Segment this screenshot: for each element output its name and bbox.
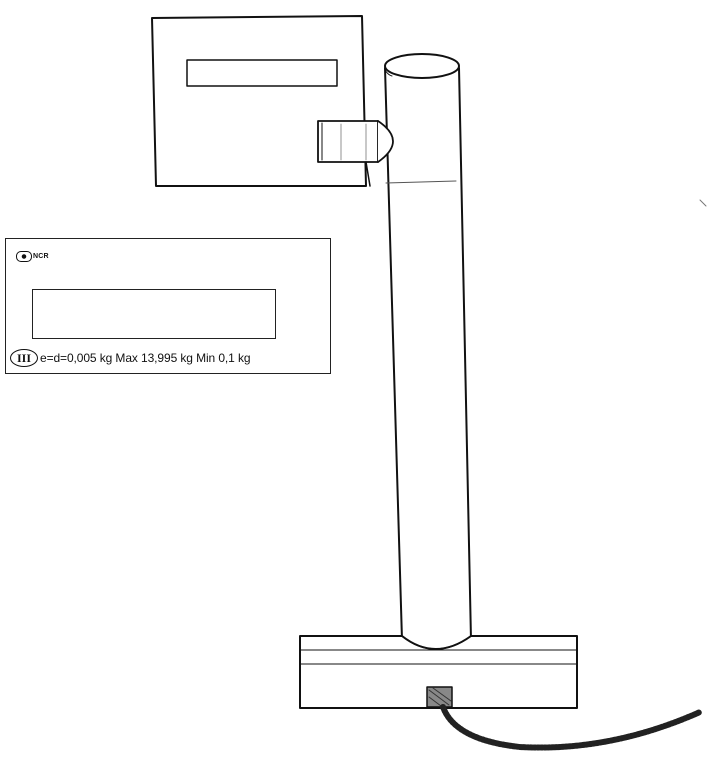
cable-connector: [426, 686, 453, 708]
mounting-bracket: [317, 120, 394, 187]
accuracy-class-mark: III: [10, 349, 38, 367]
spec-line: III e=d=0,005 kg Max 13,995 kg Min 0,1 k…: [10, 349, 251, 367]
brand-logo: NCR: [16, 251, 49, 262]
pole: [384, 53, 472, 641]
spec-text: e=d=0,005 kg Max 13,995 kg Min 0,1 kg: [40, 351, 251, 365]
display-head: [151, 15, 367, 187]
display-head-window: [186, 59, 338, 87]
metrology-label-panel: NCR III e=d=0,005 kg Max 13,995 kg Min 0…: [5, 238, 331, 374]
ncr-logo-icon: [16, 251, 32, 262]
label-display-window: [32, 289, 276, 339]
stray-mark: [699, 199, 707, 207]
cable: [440, 704, 703, 751]
brand-name: NCR: [33, 253, 49, 260]
pole-cap: [384, 53, 460, 79]
base-foot: [299, 635, 578, 709]
